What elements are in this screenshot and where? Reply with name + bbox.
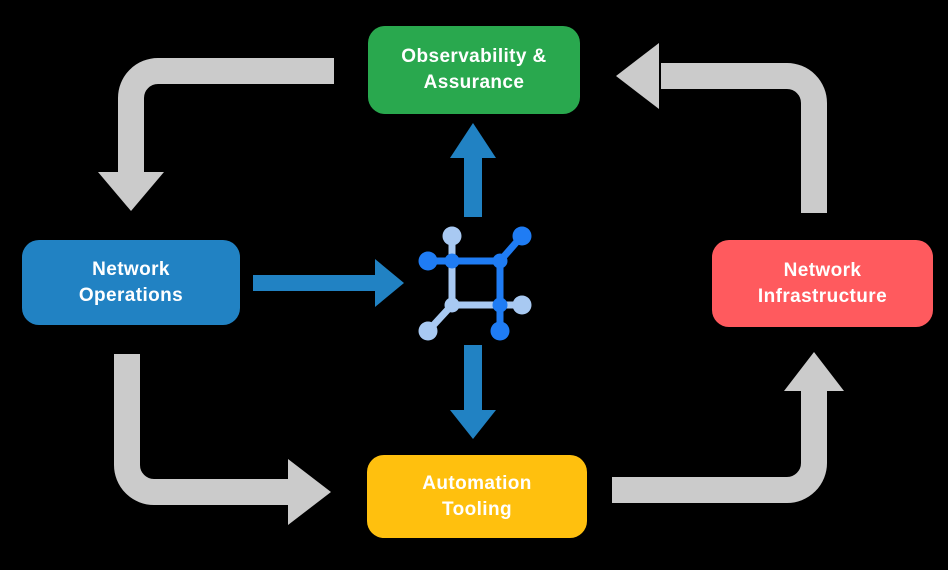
arrow-shaft — [661, 63, 827, 213]
arrow-shaft — [118, 58, 334, 174]
arrow-observability-to-operations — [98, 58, 334, 211]
node-label: Observability & Assurance — [401, 46, 547, 93]
arrow-automation-to-infrastructure — [612, 352, 844, 503]
node-network-operations: Network Operations — [22, 240, 240, 325]
node-label: Automation Tooling — [422, 472, 532, 520]
arrow-head-left — [616, 43, 659, 109]
arrow-hub-to-observability — [450, 123, 496, 217]
node-automation-tooling: Automation Tooling — [367, 455, 587, 538]
arrow-shaft — [464, 155, 482, 217]
mesh-light-layer — [418, 226, 532, 341]
arrow-head-right — [288, 459, 331, 525]
network-mesh-icon — [418, 226, 532, 341]
node-label: Network Operations — [78, 258, 184, 306]
arrow-head-right — [375, 259, 404, 307]
mesh-dark-layer — [418, 226, 532, 341]
arrow-head-down — [98, 172, 164, 211]
arrow-shaft — [464, 345, 482, 412]
arrow-shaft — [612, 391, 827, 503]
node-network-infrastructure: Network Infrastructure — [712, 240, 933, 327]
arrow-operations-to-hub — [253, 259, 404, 307]
arrow-head-up — [784, 352, 844, 391]
arrow-hub-to-automation — [450, 345, 496, 439]
arrow-shaft — [114, 354, 290, 505]
node-observability-assurance: Observability & Assurance — [368, 26, 580, 114]
arrow-shaft — [253, 275, 376, 291]
arrow-head-down — [450, 410, 496, 439]
arrow-head-up — [450, 123, 496, 158]
node-label: Network Infrastructure — [757, 259, 888, 307]
arrow-operations-to-automation — [114, 354, 331, 525]
arrow-infrastructure-to-observability — [616, 43, 827, 213]
